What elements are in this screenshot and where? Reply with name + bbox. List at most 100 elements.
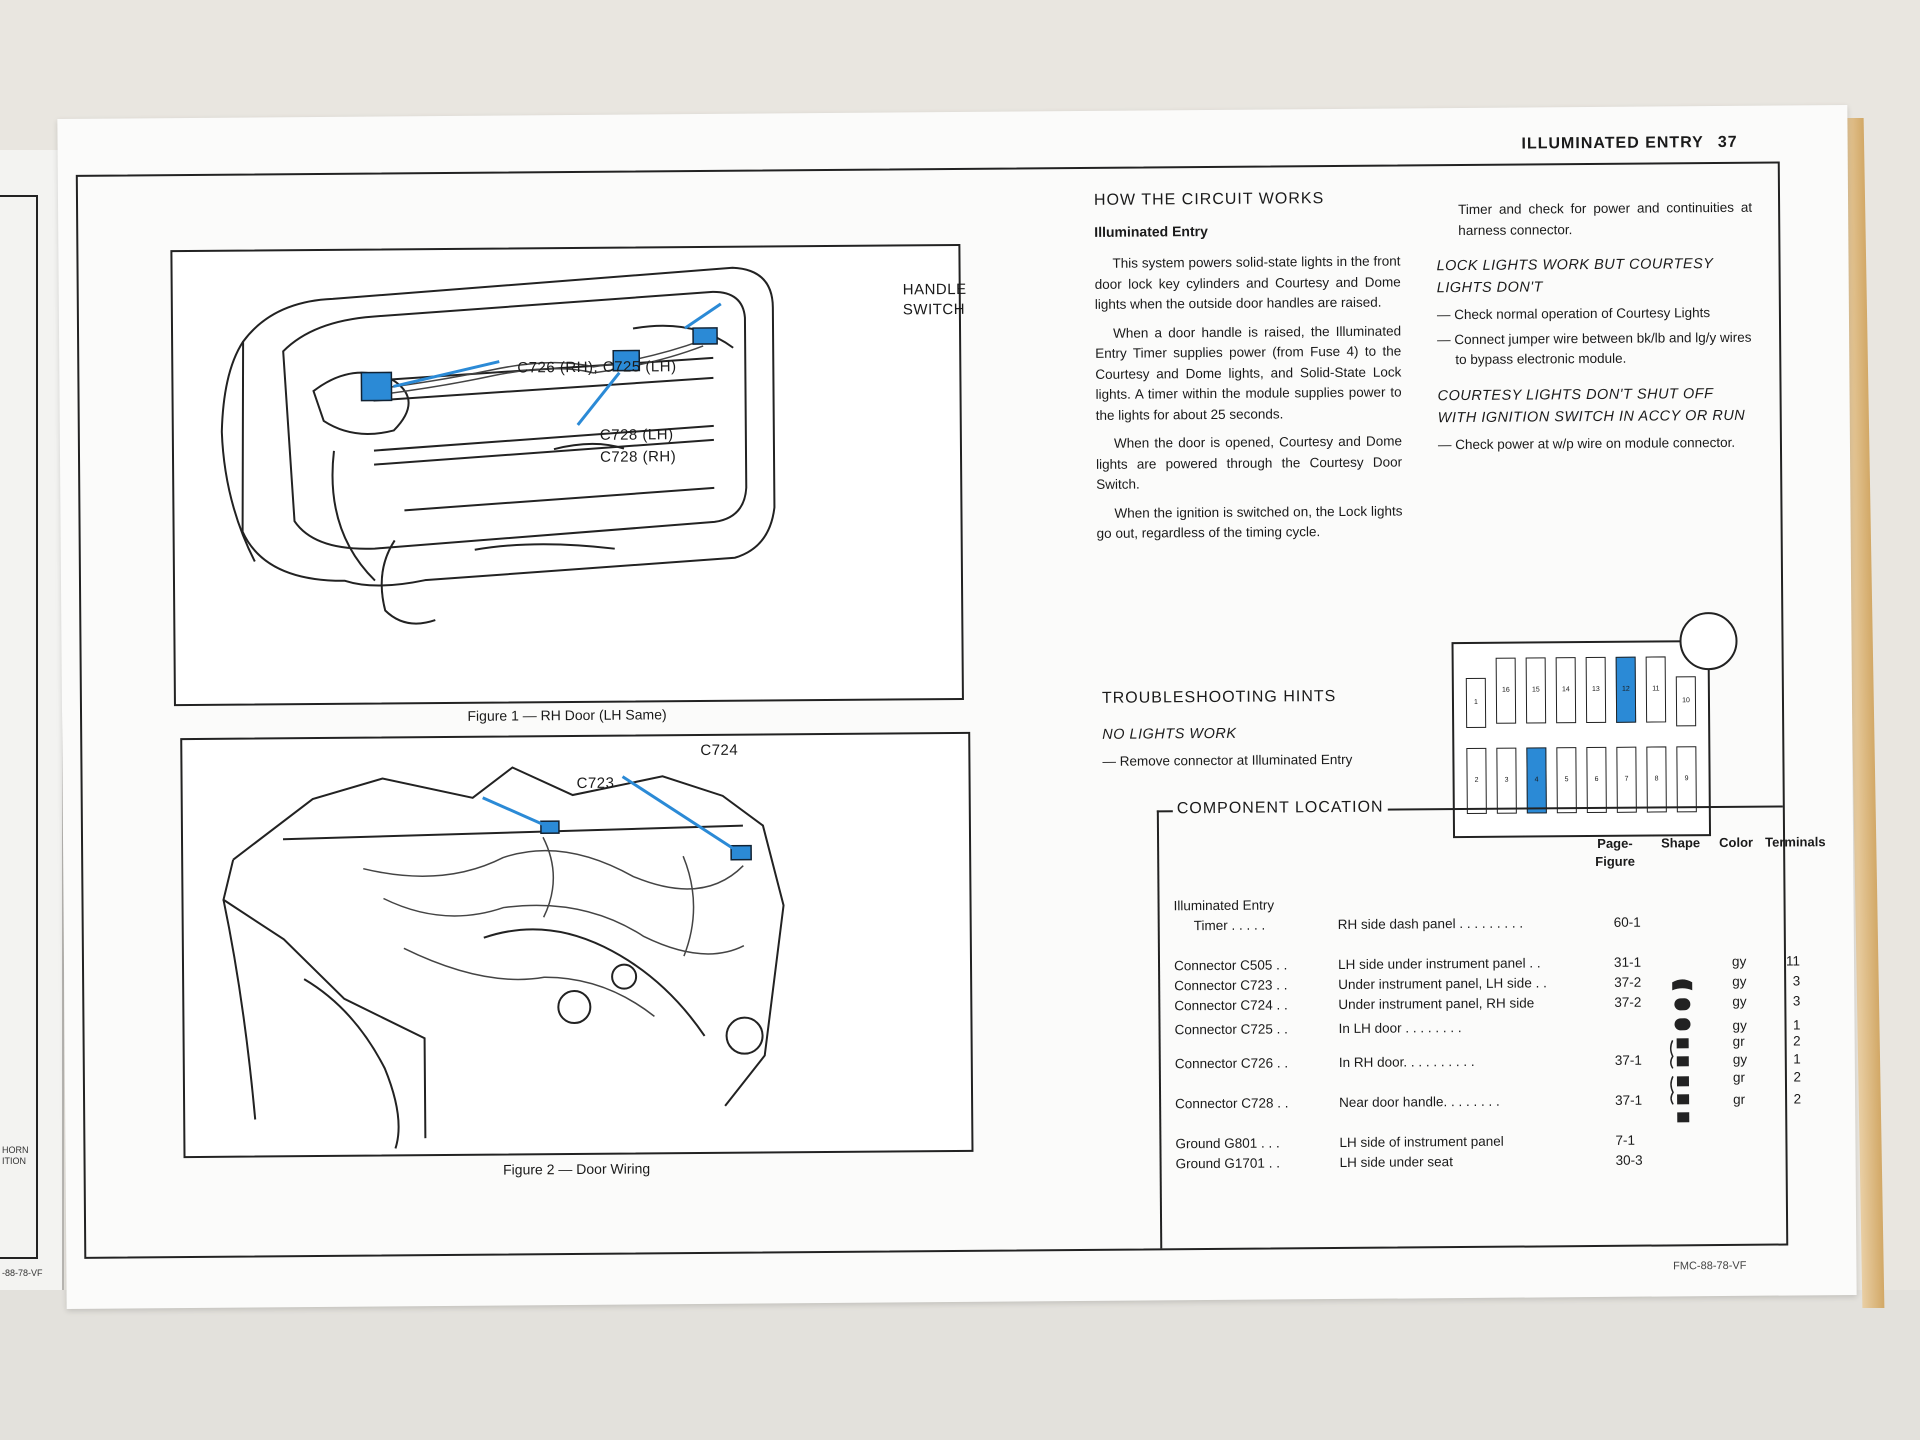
callout-c728-rh: C728 (RH) [599,448,677,466]
component-location: LH side under instrument panel . . [1337,955,1541,973]
component-location: Under instrument panel, RH side [1338,995,1535,1013]
lock-lights-item-1: — Check normal operation of Courtesy Lig… [1436,305,1711,323]
col-page-figure: Page- Figure [1595,835,1635,871]
col-figure-label: Figure [1595,853,1636,869]
component-name: Ground G1701 . . [1175,1155,1280,1172]
illuminated-entry-subheading: Illuminated Entry [1094,222,1208,240]
circuit-paragraph-1: This system powers solid-state lights in… [1094,253,1401,312]
component-terminals: 1 [1792,1017,1801,1033]
component-terminals: 3 [1792,993,1801,1009]
left-page-frame [0,195,38,1259]
component-name: Connector C725 . . [1174,1021,1288,1038]
page-footer-code: FMC-88-78-VF [1673,1259,1747,1273]
component-terminals: 2 [1793,1069,1801,1085]
component-color: gy [1732,1017,1747,1033]
component-color: gy [1731,953,1747,969]
troubleshooting-heading: TROUBLESHOOTING HINTS [1101,688,1337,707]
component-name: Connector C726 . . [1174,1055,1289,1072]
component-location-section: COMPONENT LOCATION Page- Figure Shape Co… [1156,798,1826,1249]
component-page: 30-3 [1615,1152,1643,1168]
component-location: In LH door . . . . . . . . [1338,1020,1462,1037]
col-page-label: Page- [1597,835,1633,851]
callout-c726-c725: C726 (RH), C725 (LH) [517,358,677,377]
component-name: Connector C728 . . [1175,1095,1289,1112]
lock-lights-heading: LOCK LIGHTS WORK BUT COURTESY LIGHTS DON… [1436,256,1714,297]
fuse-slot-7: 7 [1616,746,1637,813]
component-terminals: 1 [1793,1051,1801,1067]
page-header: ILLUMINATED ENTRY 37 [1521,134,1737,154]
component-terminals: 11 [1785,953,1801,969]
component-page: 7-1 [1615,1132,1635,1148]
component-color: gy [1732,973,1747,989]
callout-handle-switch: HANDLE SWITCH [903,280,967,321]
callout-handle: HANDLE [902,280,967,299]
no-lights-item: — Remove connector at Illuminated Entry [1102,751,1353,769]
component-terminals: 3 [1792,973,1801,989]
fuse-slot-16: 16 [1495,657,1517,724]
lock-lights-item-2: — Connect jumper wire between bk/lb and … [1437,329,1752,368]
component-terminals: 2 [1793,1091,1802,1107]
component-location: LH side under seat [1339,1154,1453,1171]
left-page-label-1: HORN [2,1145,29,1155]
component-page: 31-1 [1613,954,1642,970]
fuse-slot-12: 12 [1615,656,1637,723]
component-location: In RH door. . . . . . . . . . [1338,1053,1475,1071]
component-page: 37-1 [1614,1052,1642,1068]
left-page-label: HORN ITION [2,1145,29,1167]
component-page: 37-2 [1614,994,1642,1010]
table-surface [0,1290,1920,1440]
troubleshooting-right-column: Timer and check for power and continuiti… [1436,198,1754,459]
no-lights-heading: NO LIGHTS WORK [1102,725,1237,743]
fuse-slot-11: 11 [1645,656,1667,723]
page-number: 37 [1717,133,1738,152]
how-circuit-works-heading: HOW THE CIRCUIT WORKS [1093,190,1325,209]
fuse-slot-1: 1 [1465,677,1487,729]
fuse-slot-9: 9 [1676,746,1697,813]
left-page-label-2: ITION [2,1156,26,1166]
component-location: Near door handle. . . . . . . . [1339,1093,1500,1111]
callout-c724: C724 [700,741,739,760]
section-title: ILLUMINATED ENTRY [1521,134,1704,153]
component-location-heading: COMPONENT LOCATION [1172,798,1388,819]
fuse-slot-15: 15 [1525,657,1547,724]
figure-2-drawing [180,731,974,1159]
circuit-paragraph-4: When the ignition is switched on, the Lo… [1096,502,1403,541]
component-page: 37-1 [1615,1092,1643,1108]
left-page-footer: -88-78-VF [2,1268,43,1278]
troubleshooting-continued: Timer and check for power and continuiti… [1458,199,1753,238]
component-name: Connector C724 . . [1174,997,1288,1014]
courtesy-shutoff-item: — Check power at w/p wire on module conn… [1437,434,1736,452]
component-location: RH side dash panel . . . . . . . . . [1337,915,1524,933]
door-wiring-illustration [222,766,785,1149]
component-color: gr [1732,1033,1745,1049]
component-name: Connector C723 . . [1174,977,1288,994]
circuit-paragraph-3: When the door is opened, Courtesy and Do… [1096,433,1403,492]
col-shape: Shape [1661,835,1701,851]
fuse-slot-6: 6 [1586,746,1607,814]
fuse-slot-13: 13 [1585,656,1607,724]
left-page-edge: HORN ITION -88-78-VF [0,150,64,1290]
troubleshooting-column: TROUBLESHOOTING HINTS NO LIGHTS WORK — R… [1102,686,1409,771]
how-circuit-works-column: HOW THE CIRCUIT WORKS Illuminated Entry … [1094,189,1403,553]
component-location: LH side of instrument panel [1339,1133,1504,1151]
circuit-paragraph-2: When a door handle is raised, the Illumi… [1095,323,1402,423]
component-color: gy [1732,1051,1748,1067]
component-page: 60-1 [1613,914,1641,930]
component-color: gr [1732,1069,1746,1085]
col-color: Color [1719,834,1754,851]
callout-c723: C723 [576,774,615,792]
callout-switch: SWITCH [902,300,966,319]
fuse-slot-14: 14 [1555,657,1577,724]
component-name: Connector C505 . . [1173,957,1288,974]
component-name: Ground G801 . . . [1175,1135,1280,1152]
figure-1-drawing [170,243,964,707]
component-terminals: 2 [1793,1033,1801,1049]
fuse-slot-3: 3 [1496,747,1517,814]
component-location: Under instrument panel, LH side . . [1338,975,1547,993]
callout-c728-lh: C728 (LH) [599,426,674,444]
courtesy-shutoff-heading: COURTESY LIGHTS DON'T SHUT OFF WITH IGNI… [1437,385,1746,426]
component-name: Illuminated Entry [1173,897,1275,914]
